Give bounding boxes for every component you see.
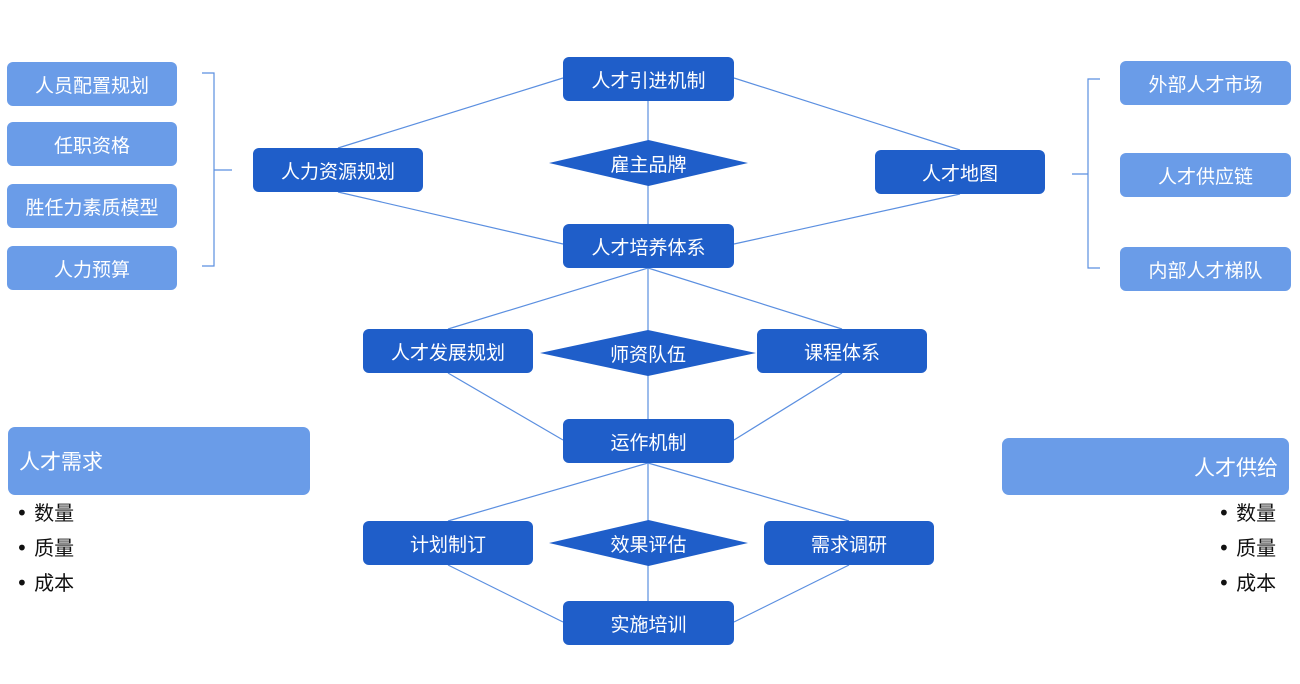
node-development-plan: 人才发展规划 xyxy=(363,329,533,373)
right-item-external-market: 外部人才市场 xyxy=(1120,61,1291,105)
node-plan: 计划制订 xyxy=(363,521,533,565)
node-talent-map: 人才地图 xyxy=(875,150,1045,194)
right-item-supply-chain: 人才供应链 xyxy=(1120,153,1291,197)
demand-bullet-cost: 成本 xyxy=(16,566,74,601)
supply-bullet-cost: 成本 xyxy=(1218,566,1276,601)
node-research: 需求调研 xyxy=(764,521,934,565)
node-training-system: 人才培养体系 xyxy=(563,224,734,268)
node-curriculum: 课程体系 xyxy=(757,329,927,373)
supply-bullet-quantity: 数量 xyxy=(1218,496,1276,531)
right-item-internal-pipeline: 内部人才梯队 xyxy=(1120,247,1291,291)
node-implementation: 实施培训 xyxy=(563,601,734,645)
node-operation: 运作机制 xyxy=(563,419,734,463)
demand-bullet-quantity: 数量 xyxy=(16,496,74,531)
left-item-competency-model: 胜任力素质模型 xyxy=(7,184,177,228)
left-item-qualification: 任职资格 xyxy=(7,122,177,166)
demand-panel: 人才需求 xyxy=(8,427,310,495)
supply-panel: 人才供给 xyxy=(1002,438,1289,495)
demand-bullets: 数量 质量 成本 xyxy=(16,496,74,601)
demand-bullet-quality: 质量 xyxy=(16,531,74,566)
left-item-hr-budget: 人力预算 xyxy=(7,246,177,290)
node-talent-introduction: 人才引进机制 xyxy=(563,57,734,101)
node-hr-planning: 人力资源规划 xyxy=(253,148,423,192)
supply-bullets: 数量 质量 成本 xyxy=(1218,496,1276,601)
left-item-staffing-plan: 人员配置规划 xyxy=(7,62,177,106)
supply-bullet-quality: 质量 xyxy=(1218,531,1276,566)
